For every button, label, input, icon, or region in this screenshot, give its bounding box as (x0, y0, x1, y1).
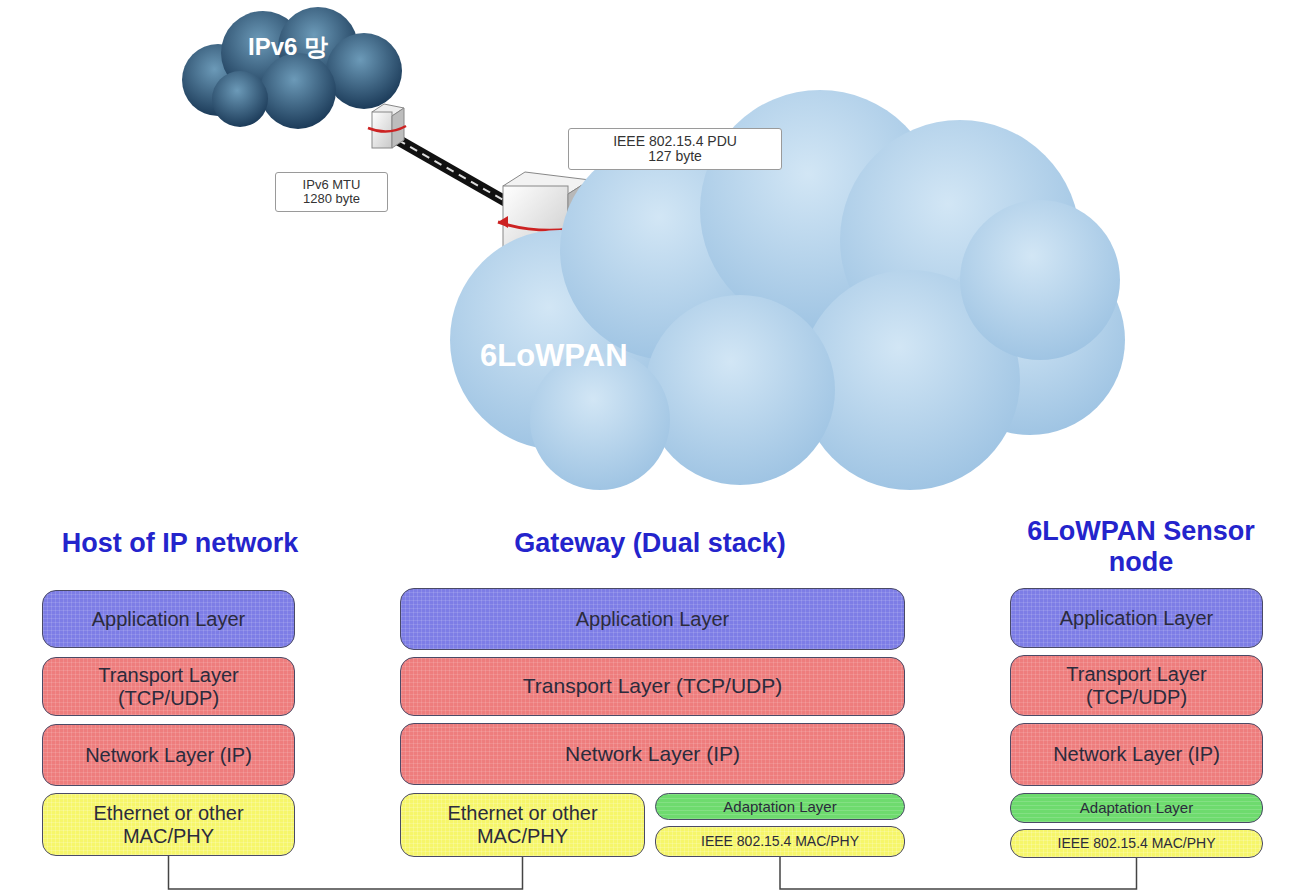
layer-label: Network Layer (IP) (565, 742, 740, 766)
cloud-label: IPv6 망 (248, 31, 328, 63)
layer-label: Transport Layer (TCP/UDP) (51, 664, 286, 710)
protocol-layer-box: Ethernet or other MAC/PHY (42, 793, 295, 856)
protocol-layer-box: Transport Layer (TCP/UDP) (1010, 655, 1263, 716)
protocol-layer-box: Network Layer (IP) (400, 723, 905, 785)
layer-label: Application Layer (576, 608, 729, 631)
heading-text: Gateway (Dual stack) (514, 528, 786, 558)
protocol-layer-box: Application Layer (400, 588, 905, 650)
callout-text: IEEE 802.15.4 PDU 127 byte (605, 134, 745, 165)
layer-label: Adaptation Layer (1080, 799, 1193, 816)
layer-label: IEEE 802.15.4 MAC/PHY (701, 833, 859, 849)
stack-heading: Gateway (Dual stack) (410, 528, 890, 559)
protocol-layer-box: Adaptation Layer (655, 793, 905, 820)
layer-label: Ethernet or other MAC/PHY (409, 802, 636, 848)
protocol-layer-box: Adaptation Layer (1010, 793, 1263, 823)
protocol-layer-box: Application Layer (42, 590, 295, 648)
protocol-layer-box: Transport Layer (TCP/UDP) (400, 657, 905, 716)
layer-label: Network Layer (IP) (1053, 743, 1220, 766)
stack-heading: 6LoWPAN Sensor node (1005, 516, 1277, 578)
link-wire (169, 856, 523, 889)
cloud-label: 6LoWPAN (480, 338, 628, 374)
size-callout: IPv6 MTU 1280 byte (275, 172, 388, 212)
protocol-layer-box: Network Layer (IP) (42, 724, 295, 786)
layer-label: Transport Layer (TCP/UDP) (523, 674, 782, 698)
lowpan-cloud-shape (440, 90, 1130, 490)
heading-text: Host of IP network (62, 528, 299, 558)
heading-text: 6LoWPAN Sensor node (1027, 516, 1255, 577)
link-wire (780, 857, 1137, 889)
callout-text: IPv6 MTU 1280 byte (292, 178, 372, 207)
network-cloud: 6LoWPAN (440, 90, 1130, 490)
layer-label: Ethernet or other MAC/PHY (51, 802, 286, 848)
protocol-layer-box: Transport Layer (TCP/UDP) (42, 657, 295, 716)
layer-label: IEEE 802.15.4 MAC/PHY (1058, 835, 1216, 851)
protocol-layer-box: Network Layer (IP) (1010, 723, 1263, 786)
protocol-layer-box: IEEE 802.15.4 MAC/PHY (1010, 829, 1263, 858)
layer-label: Application Layer (92, 608, 245, 631)
layer-label: Adaptation Layer (723, 798, 836, 815)
stack-heading: Host of IP network (20, 528, 340, 559)
protocol-layer-box: IEEE 802.15.4 MAC/PHY (655, 826, 905, 857)
layer-label: Network Layer (IP) (85, 744, 252, 767)
protocol-layer-box: Ethernet or other MAC/PHY (400, 793, 645, 857)
layer-label: Application Layer (1060, 607, 1213, 630)
size-callout: IEEE 802.15.4 PDU 127 byte (568, 128, 782, 170)
layer-label: Transport Layer (TCP/UDP) (1019, 663, 1254, 709)
protocol-layer-box: Application Layer (1010, 588, 1263, 648)
